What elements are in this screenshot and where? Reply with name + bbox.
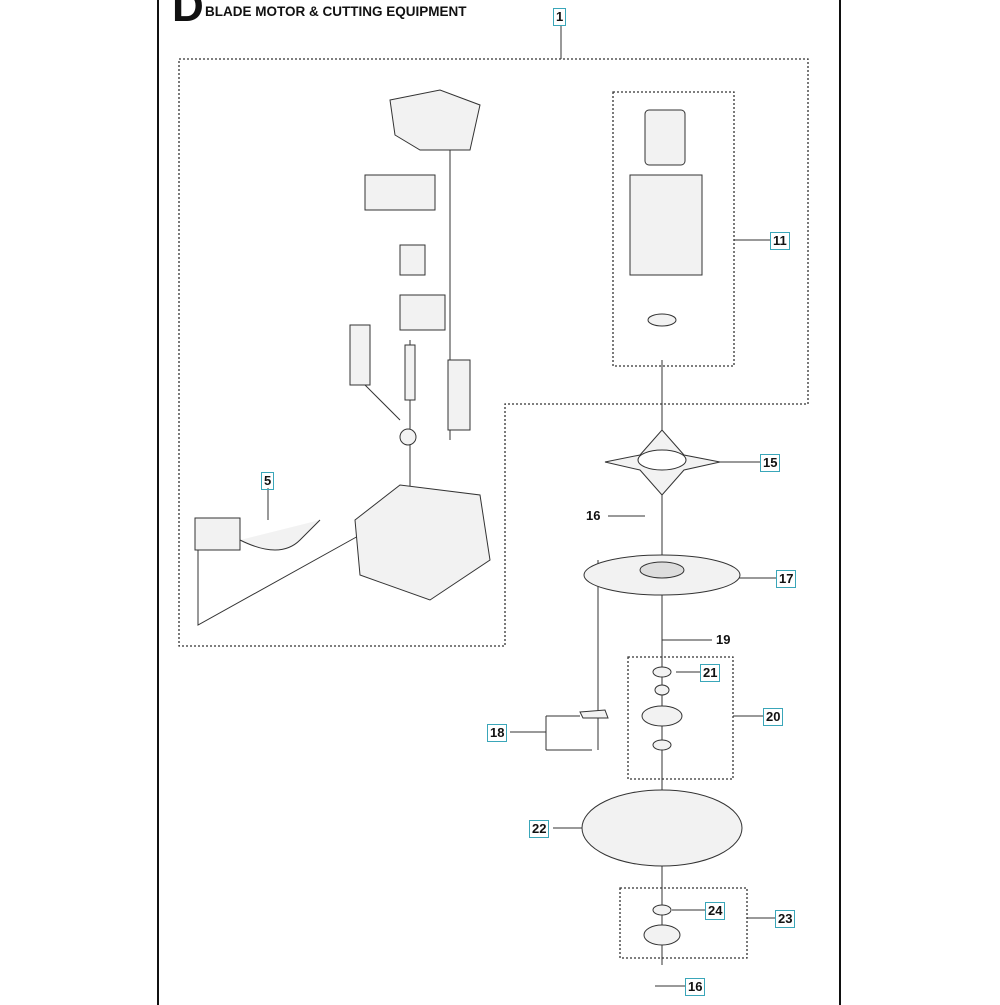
cable xyxy=(239,519,321,551)
page-frame xyxy=(157,0,841,1005)
callout-22[interactable]: 22 xyxy=(529,820,550,838)
callout-1[interactable]: 1 xyxy=(553,8,567,26)
sensor-module-5 xyxy=(194,517,241,551)
blade-disc-22 xyxy=(581,789,743,867)
blade-18 xyxy=(579,709,609,719)
callout-5[interactable]: 5 xyxy=(261,472,275,490)
callout-20[interactable]: 20 xyxy=(763,708,784,726)
top-cover xyxy=(389,89,481,151)
parts xyxy=(194,89,743,946)
switch-holder xyxy=(399,294,446,331)
motor-11 xyxy=(644,109,686,166)
guide-right xyxy=(447,359,471,431)
hub-20 xyxy=(641,705,683,727)
page-title: BLADE MOTOR & CUTTING EQUIPMENT xyxy=(205,4,467,19)
callout-11[interactable]: 11 xyxy=(770,232,790,250)
callout-18[interactable]: 18 xyxy=(487,724,508,742)
washer-24 xyxy=(652,904,672,916)
callout-17[interactable]: 17 xyxy=(776,570,797,588)
bearing-21 xyxy=(652,666,672,678)
clip xyxy=(399,244,426,276)
screw-spring xyxy=(404,344,416,401)
assembly-group-outlines xyxy=(178,58,809,959)
callout-15[interactable]: 15 xyxy=(760,454,781,472)
callout-24[interactable]: 24 xyxy=(705,902,726,920)
callout-16-bottom[interactable]: 16 xyxy=(685,978,706,996)
callout-16[interactable]: 16 xyxy=(586,508,601,523)
gear xyxy=(399,428,417,446)
motor-bracket xyxy=(629,174,703,276)
callout-23[interactable]: 23 xyxy=(775,910,796,928)
callout-19[interactable]: 19 xyxy=(716,632,731,647)
section-letter: D xyxy=(172,0,204,31)
callout-21[interactable]: 21 xyxy=(700,664,721,682)
hub-23 xyxy=(643,924,681,946)
guide-left xyxy=(349,324,371,386)
motor-coupling xyxy=(647,313,677,327)
connector-block xyxy=(364,174,436,211)
motor-housing xyxy=(354,484,491,601)
